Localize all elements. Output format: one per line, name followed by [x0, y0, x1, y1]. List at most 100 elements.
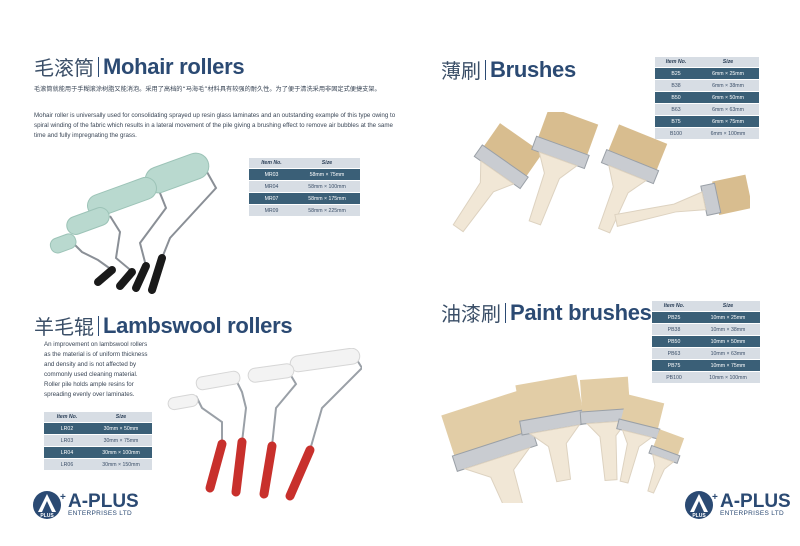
a-plus-logo-icon: PLUS + [33, 491, 66, 519]
table-row: LR02 30mm × 50mm [44, 423, 152, 434]
lambswool-title-en: Lambswool rollers [103, 312, 293, 338]
item-no: PB63 [652, 348, 696, 359]
lambswool-desc: An improvement on lambswool rollers as t… [44, 340, 184, 400]
brushes-title-zh: 薄刷 [441, 59, 481, 83]
size: 6mm × 25mm [697, 68, 759, 79]
desc-line: Roller pile holds ample resins for [44, 381, 134, 388]
item-no: MR07 [249, 193, 294, 204]
size: 10mm × 100mm [696, 372, 760, 383]
brushes-spec-table: Item No. Size B25 6mm × 25mm B38 6mm × 3… [655, 56, 759, 140]
size: 30mm × 150mm [90, 459, 152, 470]
item-no: PB50 [652, 336, 696, 347]
table-header-size: Size [696, 301, 760, 311]
size: 10mm × 63mm [696, 348, 760, 359]
title-divider [98, 315, 99, 336]
item-no: MR03 [249, 169, 294, 180]
brushes-title-en: Brushes [490, 56, 576, 82]
item-no: B50 [655, 92, 697, 103]
desc-line: spreading evenly over laminates. [44, 391, 135, 398]
table-row: B75 6mm × 75mm [655, 116, 759, 127]
logo-name: A-PLUS [68, 491, 139, 512]
table-row: B63 6mm × 63mm [655, 104, 759, 115]
size: 58mm × 175mm [294, 193, 360, 204]
brushes-title: 薄刷 Brushes [441, 55, 576, 84]
size: 10mm × 25mm [696, 312, 760, 323]
item-no: B100 [655, 128, 697, 139]
svg-text:+: + [60, 492, 66, 503]
mohair-desc-zh: 毛滚筒就能用于手糊滚涂树脂又能消泡。采用了高档的“马海毛”材料具有较强的耐久性。… [34, 86, 381, 93]
table-row: LR06 30mm × 150mm [44, 459, 152, 470]
svg-text:+: + [712, 492, 718, 503]
mohair-title-en: Mohair rollers [103, 53, 245, 79]
table-row: MR04 58mm × 100mm [249, 181, 360, 192]
mohair-roller-image [49, 152, 218, 294]
a-plus-logo: PLUS + A-PLUS ENTERPRISES LTD [32, 490, 139, 520]
item-no: LR03 [44, 435, 90, 446]
size: 30mm × 50mm [90, 423, 152, 434]
a-plus-logo: PLUS + A-PLUS ENTERPRISES LTD [684, 490, 791, 520]
table-header-item: Item No. [249, 158, 294, 168]
table-row: B38 6mm × 38mm [655, 80, 759, 91]
lambswool-spec-table: Item No. Size LR02 30mm × 50mm LR03 30mm… [44, 411, 152, 471]
item-no: B63 [655, 104, 697, 115]
item-no: LR02 [44, 423, 90, 434]
item-no: MR04 [249, 181, 294, 192]
table-header-item: Item No. [652, 301, 696, 311]
item-no: PB38 [652, 324, 696, 335]
table-header-size: Size [90, 412, 152, 422]
table-row: PB25 10mm × 25mm [652, 312, 760, 323]
size: 30mm × 75mm [90, 435, 152, 446]
item-no: PB25 [652, 312, 696, 323]
mohair-title-zh: 毛滚筒 [34, 56, 94, 80]
size: 30mm × 100mm [90, 447, 152, 458]
size: 6mm × 63mm [697, 104, 759, 115]
brush-image [452, 112, 750, 234]
table-row: MR07 58mm × 175mm [249, 193, 360, 204]
logo-subtitle: ENTERPRISES LTD [720, 510, 784, 517]
size: 10mm × 38mm [696, 324, 760, 335]
logo-subtitle: ENTERPRISES LTD [68, 510, 132, 517]
table-row: B50 6mm × 50mm [655, 92, 759, 103]
item-no: MR09 [249, 205, 294, 216]
item-no: B38 [655, 80, 697, 91]
a-plus-logo-icon: PLUS + [685, 491, 718, 519]
table-row: PB100 10mm × 100mm [652, 372, 760, 383]
size: 6mm × 38mm [697, 80, 759, 91]
title-divider [505, 302, 506, 323]
paint-brushes-title-zh: 油漆刷 [441, 302, 501, 326]
table-header-size: Size [697, 57, 759, 67]
desc-line: and density and is not affected by [44, 361, 137, 368]
table-header-size: Size [294, 158, 360, 168]
item-no: B25 [655, 68, 697, 79]
mohair-spec-table: Item No. Size MR03 58mm × 75mm MR04 58mm… [249, 157, 360, 217]
paint-brushes-title: 油漆刷 Paint brushes [441, 298, 652, 327]
lambswool-title: 羊毛辊 Lambswool rollers [34, 311, 293, 340]
size: 6mm × 75mm [697, 116, 759, 127]
mohair-title: 毛滚筒 Mohair rollers [34, 52, 245, 81]
paint-brushes-title-en: Paint brushes [510, 299, 652, 325]
item-no: PB75 [652, 360, 696, 371]
paint-brush-image [441, 374, 685, 503]
table-row: LR04 30mm × 100mm [44, 447, 152, 458]
table-row: B100 6mm × 100mm [655, 128, 759, 139]
size: 10mm × 75mm [696, 360, 760, 371]
title-divider [485, 59, 486, 80]
table-row: MR09 58mm × 225mm [249, 205, 360, 216]
logo-name: A-PLUS [720, 491, 791, 512]
item-no: LR06 [44, 459, 90, 470]
emblem-text: PLUS [40, 513, 54, 519]
table-row: PB75 10mm × 75mm [652, 360, 760, 371]
title-divider [98, 56, 99, 77]
table-row: MR03 58mm × 75mm [249, 169, 360, 180]
size: 58mm × 75mm [294, 169, 360, 180]
lambswool-title-zh: 羊毛辊 [34, 315, 94, 339]
table-row: PB63 10mm × 63mm [652, 348, 760, 359]
item-no: B75 [655, 116, 697, 127]
table-header-item: Item No. [655, 57, 697, 67]
size: 58mm × 225mm [294, 205, 360, 216]
size: 6mm × 100mm [697, 128, 759, 139]
item-no: PB100 [652, 372, 696, 383]
desc-line: An improvement on lambswool rollers [44, 341, 148, 348]
paint-brushes-spec-table: Item No. Size PB25 10mm × 25mm PB38 10mm… [652, 300, 760, 384]
mohair-desc-en: Mohair roller is universally used for co… [34, 112, 396, 139]
